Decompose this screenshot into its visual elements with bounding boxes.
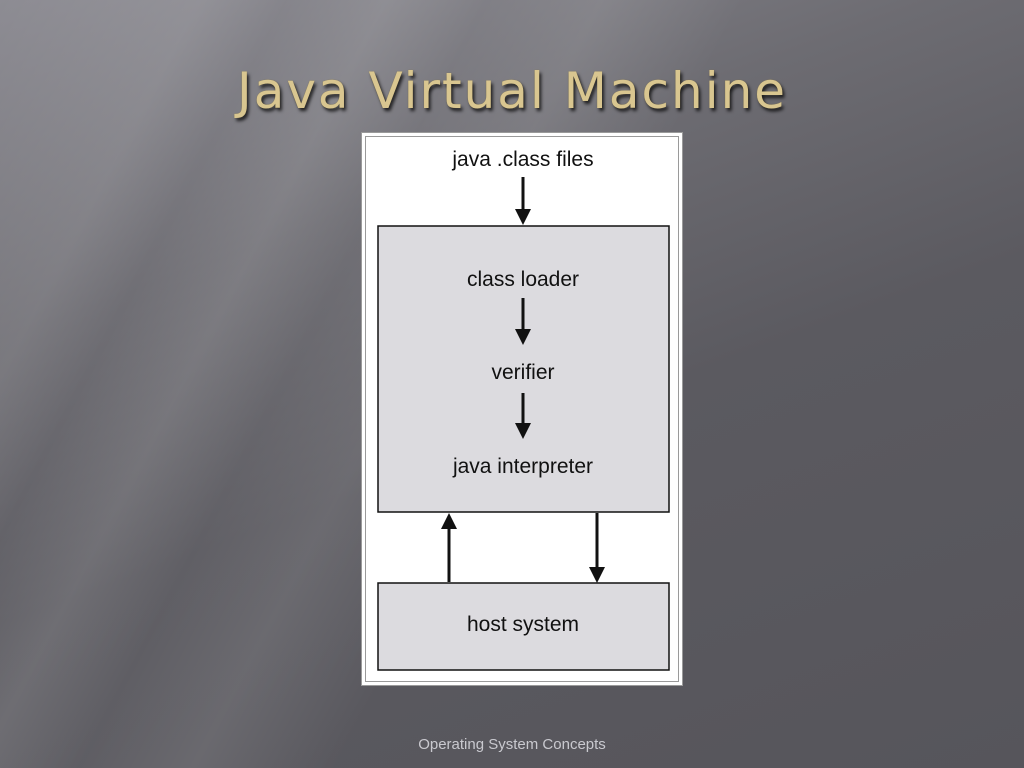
arrow-jvm-to-host xyxy=(589,513,605,583)
java-interpreter-label: java interpreter xyxy=(452,455,594,478)
class-files-label: java .class files xyxy=(452,148,594,171)
jvm-diagram: java .class files class loader verifier … xyxy=(361,132,683,686)
host-system-label: host system xyxy=(466,613,580,636)
slide-title: Java Virtual Machine xyxy=(236,62,788,120)
slide-footer: Operating System Concepts xyxy=(418,736,606,753)
jvm-box xyxy=(377,225,670,513)
host-system-box xyxy=(377,582,670,671)
arrow-host-to-jvm xyxy=(441,513,457,582)
class-loader-label: class loader xyxy=(466,268,580,291)
verifier-label: verifier xyxy=(491,361,555,384)
diagram-graphics xyxy=(377,177,670,671)
arrow-classfiles-to-loader xyxy=(515,177,531,225)
arrow-verifier-to-interpreter xyxy=(515,393,531,439)
arrow-loader-to-verifier xyxy=(515,298,531,345)
